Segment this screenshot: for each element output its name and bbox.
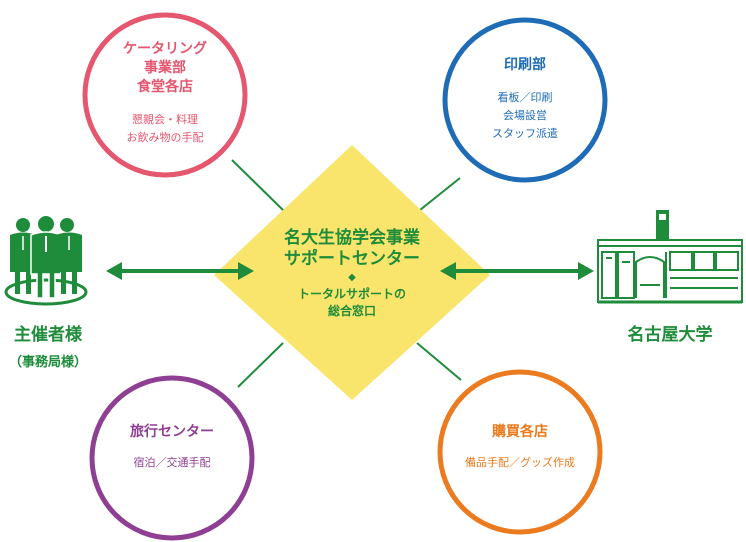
left-double-arrow bbox=[106, 262, 254, 280]
printing-desc-line3: スタッフ派遣 bbox=[492, 127, 558, 140]
catering-circle bbox=[82, 12, 248, 178]
right-double-arrow bbox=[440, 262, 594, 280]
printing-circle bbox=[442, 17, 608, 183]
printing-label: 印刷部 看板／印刷 会場設営 スタッフ派遣 bbox=[465, 56, 585, 143]
catering-title-line3: 食堂各店 bbox=[137, 79, 193, 95]
printing-title: 印刷部 bbox=[504, 57, 546, 73]
organizer-label: 主催者様 （事務局様） bbox=[0, 320, 96, 370]
center-sub-line2: 総合窓口 bbox=[327, 304, 376, 318]
organizer-people-icon bbox=[4, 216, 88, 306]
center-diamond bbox=[214, 145, 490, 400]
connector-purchasing bbox=[416, 342, 462, 381]
travel-desc: 宿泊／交通手配 bbox=[133, 456, 211, 469]
university-building-icon bbox=[597, 210, 743, 304]
purchasing-desc: 備品手配／グッズ作成 bbox=[465, 456, 575, 469]
center-label: 名大生協学会事業 サポートセンター ◆ トータルサポートの 総合窓口 bbox=[272, 228, 432, 320]
purchasing-circle bbox=[437, 369, 603, 535]
university-title: 名古屋大学 bbox=[627, 325, 713, 345]
purchasing-label: 購買各店 備品手配／グッズ作成 bbox=[450, 423, 590, 472]
travel-label: 旅行センター 宿泊／交通手配 bbox=[112, 423, 232, 472]
catering-desc-line1: 懇親会・料理 bbox=[132, 113, 198, 126]
catering-title-line2: 事業部 bbox=[144, 60, 186, 76]
organizer-title: 主催者様 bbox=[14, 325, 82, 345]
travel-title: 旅行センター bbox=[130, 424, 214, 440]
connector-travel bbox=[237, 342, 284, 388]
purchasing-title: 購買各店 bbox=[492, 424, 548, 440]
center-sub-line1: トータルサポートの bbox=[297, 287, 406, 301]
university-label: 名古屋大学 bbox=[610, 320, 730, 345]
printing-desc-line1: 看板／印刷 bbox=[497, 91, 553, 104]
catering-title-line1: ケータリング bbox=[123, 41, 207, 57]
catering-desc-line2: お飲み物の手配 bbox=[126, 131, 204, 144]
center-title-line2: サポートセンター bbox=[284, 249, 420, 269]
travel-circle bbox=[89, 375, 255, 541]
connector-catering bbox=[231, 159, 286, 213]
center-title-line1: 名大生協学会事業 bbox=[284, 228, 420, 248]
organizer-sub: （事務局様） bbox=[8, 355, 87, 370]
connector-printing bbox=[419, 177, 461, 211]
catering-label: ケータリング 事業部 食堂各店 懇親会・料理 お飲み物の手配 bbox=[105, 40, 225, 147]
printing-desc-line2: 会場設営 bbox=[503, 109, 547, 122]
center-bullet: ◆ bbox=[348, 272, 356, 283]
